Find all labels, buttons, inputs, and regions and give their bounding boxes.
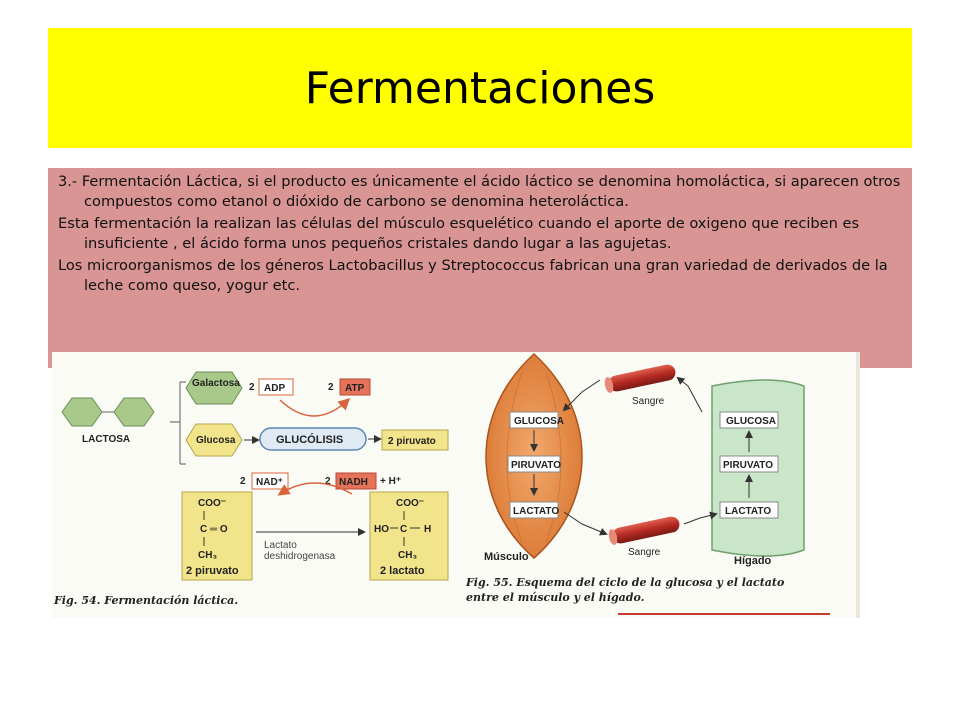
adp-box xyxy=(258,378,294,396)
h-plus-label: + H⁺ xyxy=(380,476,401,487)
glucolisis-box xyxy=(259,427,367,451)
atp-box xyxy=(339,378,371,396)
figure-image: LACTOSA Galactosa Glucosa 2 ADP 2 ATP GL… xyxy=(52,352,860,618)
muscle-piruvato-box xyxy=(507,455,561,473)
body-text-box: 3.- Fermentación Láctica, si el producto… xyxy=(48,168,912,368)
liver-lactato-box xyxy=(719,501,779,519)
lac-coo: COO⁻ xyxy=(396,498,424,509)
enzyme-line2: deshidrogenasa xyxy=(264,551,336,562)
glucolisis-label: GLUCÓLISIS xyxy=(276,433,343,446)
lac-c: C xyxy=(400,524,407,535)
nad-label: NAD⁺ xyxy=(256,477,283,488)
liver-glucosa: GLUCOSA xyxy=(726,416,776,427)
pyruvate-structure-box xyxy=(181,491,253,581)
piruvato-box xyxy=(381,429,449,451)
lac-structure-label: 2 lactato xyxy=(380,565,425,577)
blood-vessel-top xyxy=(608,364,676,392)
liver-piruvato: PIRUVATO xyxy=(723,460,773,471)
nad-coefficient: 2 xyxy=(240,476,246,487)
atp-coefficient: 2 xyxy=(328,382,334,393)
paragraph-lactic: 3.- Fermentación Láctica, si el producto… xyxy=(58,173,901,210)
adp-coefficient: 2 xyxy=(249,382,255,393)
lactosa-label: LACTOSA xyxy=(82,434,130,445)
enzyme-line1: Lactato xyxy=(264,540,297,551)
muscle-lactato-box xyxy=(509,501,559,519)
blood-vessel-bottom xyxy=(612,516,680,544)
liver-glucosa-box xyxy=(719,411,779,429)
atp-label: ATP xyxy=(345,383,365,394)
liver-piruvato-box xyxy=(719,455,779,473)
lac-ho: HO xyxy=(374,524,389,535)
adp-label: ADP xyxy=(264,383,285,394)
fig55-caption-line2: entre el músculo y el hígado. xyxy=(466,591,645,604)
glucosa-label: Glucosa xyxy=(196,435,236,446)
sangre-top-label: Sangre xyxy=(632,396,665,407)
fig55-caption-line1: Fig. 55. Esquema del ciclo de la glucosa… xyxy=(465,576,784,589)
paragraph-muscle: Esta fermentación la realizan las célula… xyxy=(58,215,860,252)
lactose-hexagon-2 xyxy=(113,397,155,427)
glucosa-hexagon xyxy=(185,423,243,457)
atp-arrow xyxy=(279,397,351,417)
muscle-glucosa: GLUCOSA xyxy=(514,416,564,427)
higado-label: Hígado xyxy=(734,555,772,567)
nadh-label: NADH xyxy=(339,477,368,488)
fig54-caption: Fig. 54. Fermentación láctica. xyxy=(53,594,238,607)
pyr-structure-label: 2 piruvato xyxy=(186,565,239,577)
lac-h: H xyxy=(424,524,431,535)
muscle-piruvato: PIRUVATO xyxy=(511,460,561,471)
figure-svg: LACTOSA Galactosa Glucosa 2 ADP 2 ATP GL… xyxy=(53,352,830,615)
lactose-hexagon-1 xyxy=(61,397,103,427)
musculo-label: Músculo xyxy=(484,551,529,563)
lactate-structure-box xyxy=(369,491,449,581)
nadh-coefficient: 2 xyxy=(325,476,331,487)
sangre-bottom-label: Sangre xyxy=(628,547,661,558)
muscle-lactato: LACTATO xyxy=(513,506,559,517)
nad-arrow xyxy=(277,482,353,496)
split-bracket xyxy=(170,381,186,465)
galactosa-label: Galactosa xyxy=(192,378,240,389)
galactosa-hexagon xyxy=(185,371,243,405)
paragraph-microorganisms: Los microorganismos de los géneros Lacto… xyxy=(58,257,888,294)
liver-lactato: LACTATO xyxy=(725,506,771,517)
slide-title: Fermentaciones xyxy=(304,62,656,114)
pyr-coo: COO⁻ xyxy=(198,498,226,509)
muscle-glucosa-box xyxy=(509,411,559,429)
pyr-ch3: CH₃ xyxy=(198,550,217,561)
lac-ch3: CH₃ xyxy=(398,550,417,561)
piruvato-label: 2 piruvato xyxy=(388,436,436,447)
nadh-box xyxy=(335,472,377,490)
pyr-co: C ═ O xyxy=(200,524,228,535)
title-banner: Fermentaciones xyxy=(48,28,912,148)
